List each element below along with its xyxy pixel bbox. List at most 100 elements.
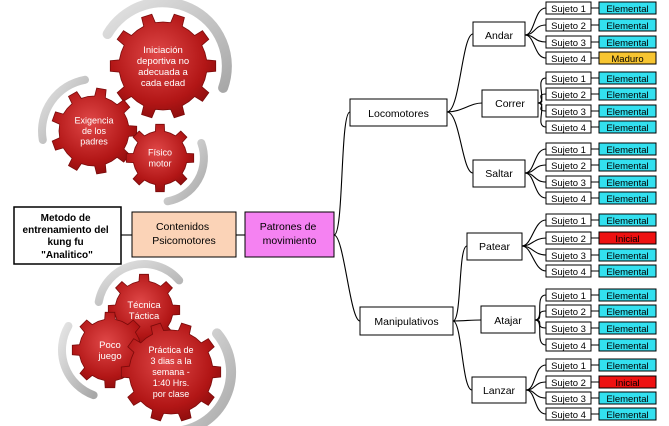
subject-label: Sujeto 3 — [551, 178, 586, 189]
subject-row: Sujeto 1 Elemental — [545, 1, 657, 15]
subject-label: Sujeto 2 — [551, 307, 586, 318]
level-badge: Elemental — [606, 161, 648, 172]
subject-label: Sujeto 4 — [551, 54, 586, 65]
level-badge: Elemental — [606, 178, 648, 189]
subject-row: Sujeto 4 Elemental — [545, 338, 657, 352]
level-badge: Elemental — [606, 123, 648, 134]
subject-label: Sujeto 2 — [551, 90, 586, 101]
subject-row: Sujeto 3 Elemental — [545, 175, 657, 189]
skill-label: Correr — [495, 98, 525, 110]
level-badge: Elemental — [606, 4, 648, 15]
subject-row: Sujeto 2 Inicial — [545, 231, 657, 245]
subject-row: Sujeto 4 Elemental — [545, 120, 657, 134]
level-badge: Elemental — [606, 90, 648, 101]
level-badge: Elemental — [606, 145, 648, 156]
subject-label: Sujeto 2 — [551, 161, 586, 172]
subject-label: Sujeto 1 — [551, 145, 586, 156]
level-badge: Elemental — [606, 74, 648, 85]
subject-row: Sujeto 4 Maduro — [545, 51, 657, 65]
connector-lines — [121, 7, 547, 415]
subject-label: Sujeto 2 — [551, 21, 586, 32]
contenidos-line-2: Psicomotores — [152, 235, 216, 247]
subject-label: Sujeto 3 — [551, 324, 586, 335]
patrones-box: Patrones de movimiento — [244, 211, 335, 258]
svg-text:Metodo de entrenamiento: Metodo de entrenamiento del kung fu "Ana… — [23, 213, 112, 261]
level-badge: Maduro — [611, 54, 643, 65]
subject-row: Sujeto 1 Elemental — [545, 71, 657, 85]
method-line-4: "Analitico" — [41, 250, 93, 261]
subject-row: Sujeto 2 Elemental — [545, 304, 657, 318]
locomotores-label: Locomotores — [368, 108, 429, 120]
level-badge: Elemental — [606, 251, 648, 262]
subject-label: Sujeto 4 — [551, 341, 586, 352]
level-badge: Elemental — [606, 410, 648, 421]
subject-row: Sujeto 2 Elemental — [545, 158, 657, 172]
skill-label: Saltar — [485, 168, 513, 180]
method-box: Metodo de entrenamiento del kung fu "Ana… — [13, 206, 122, 265]
method-line-1: Metodo de — [41, 213, 91, 224]
subject-label: Sujeto 3 — [551, 38, 586, 49]
patrones-line-2: movimiento — [263, 235, 317, 247]
subject-row: Sujeto 4 Elemental — [545, 407, 657, 421]
level-badge: Elemental — [606, 307, 648, 318]
subject-label: Sujeto 4 — [551, 123, 586, 134]
subject-label: Sujeto 1 — [551, 291, 586, 302]
level-badge: Elemental — [606, 21, 648, 32]
subject-row: Sujeto 2 Elemental — [545, 18, 657, 32]
level-badge: Inicial — [615, 378, 639, 389]
subject-row: Sujeto 2 Elemental — [545, 87, 657, 101]
subject-label: Sujeto 4 — [551, 194, 586, 205]
subject-label: Sujeto 2 — [551, 378, 586, 389]
level-badge: Elemental — [606, 291, 648, 302]
level-badge: Elemental — [606, 107, 648, 118]
level-badge: Elemental — [606, 341, 648, 352]
level-badge: Elemental — [606, 361, 648, 372]
subject-label: Sujeto 1 — [551, 361, 586, 372]
skill-label: Patear — [479, 241, 510, 253]
subject-label: Sujeto 1 — [551, 4, 586, 15]
subject-label: Sujeto 2 — [551, 234, 586, 245]
subject-label: Sujeto 4 — [551, 410, 586, 421]
subject-label: Sujeto 3 — [551, 107, 586, 118]
svg-text:Contenidos Psicomotores: Contenidos Psicomotores — [152, 221, 216, 247]
svg-text:Patrones de movimiento: Patrones de movimiento — [260, 221, 320, 247]
subject-row: Sujeto 1 Elemental — [545, 358, 657, 372]
manipulativos-label: Manipulativos — [374, 316, 438, 328]
subject-row: Sujeto 3 Elemental — [545, 104, 657, 118]
subject-label: Sujeto 1 — [551, 74, 586, 85]
subject-label: Sujeto 4 — [551, 267, 586, 278]
subject-label: Sujeto 3 — [551, 251, 586, 262]
locomotores-box: Locomotores — [349, 98, 448, 127]
patrones-line-1: Patrones de — [260, 221, 317, 233]
contenidos-line-1: Contenidos — [156, 221, 209, 233]
skill-label: Atajar — [494, 315, 522, 327]
subject-label: Sujeto 3 — [551, 394, 586, 405]
subject-row: Sujeto 1 Elemental — [545, 288, 657, 302]
level-badge: Elemental — [606, 216, 648, 227]
method-line-3: kung fu — [48, 237, 84, 248]
method-line-2: entrenamiento del — [23, 225, 109, 236]
level-badge: Inicial — [615, 234, 639, 245]
